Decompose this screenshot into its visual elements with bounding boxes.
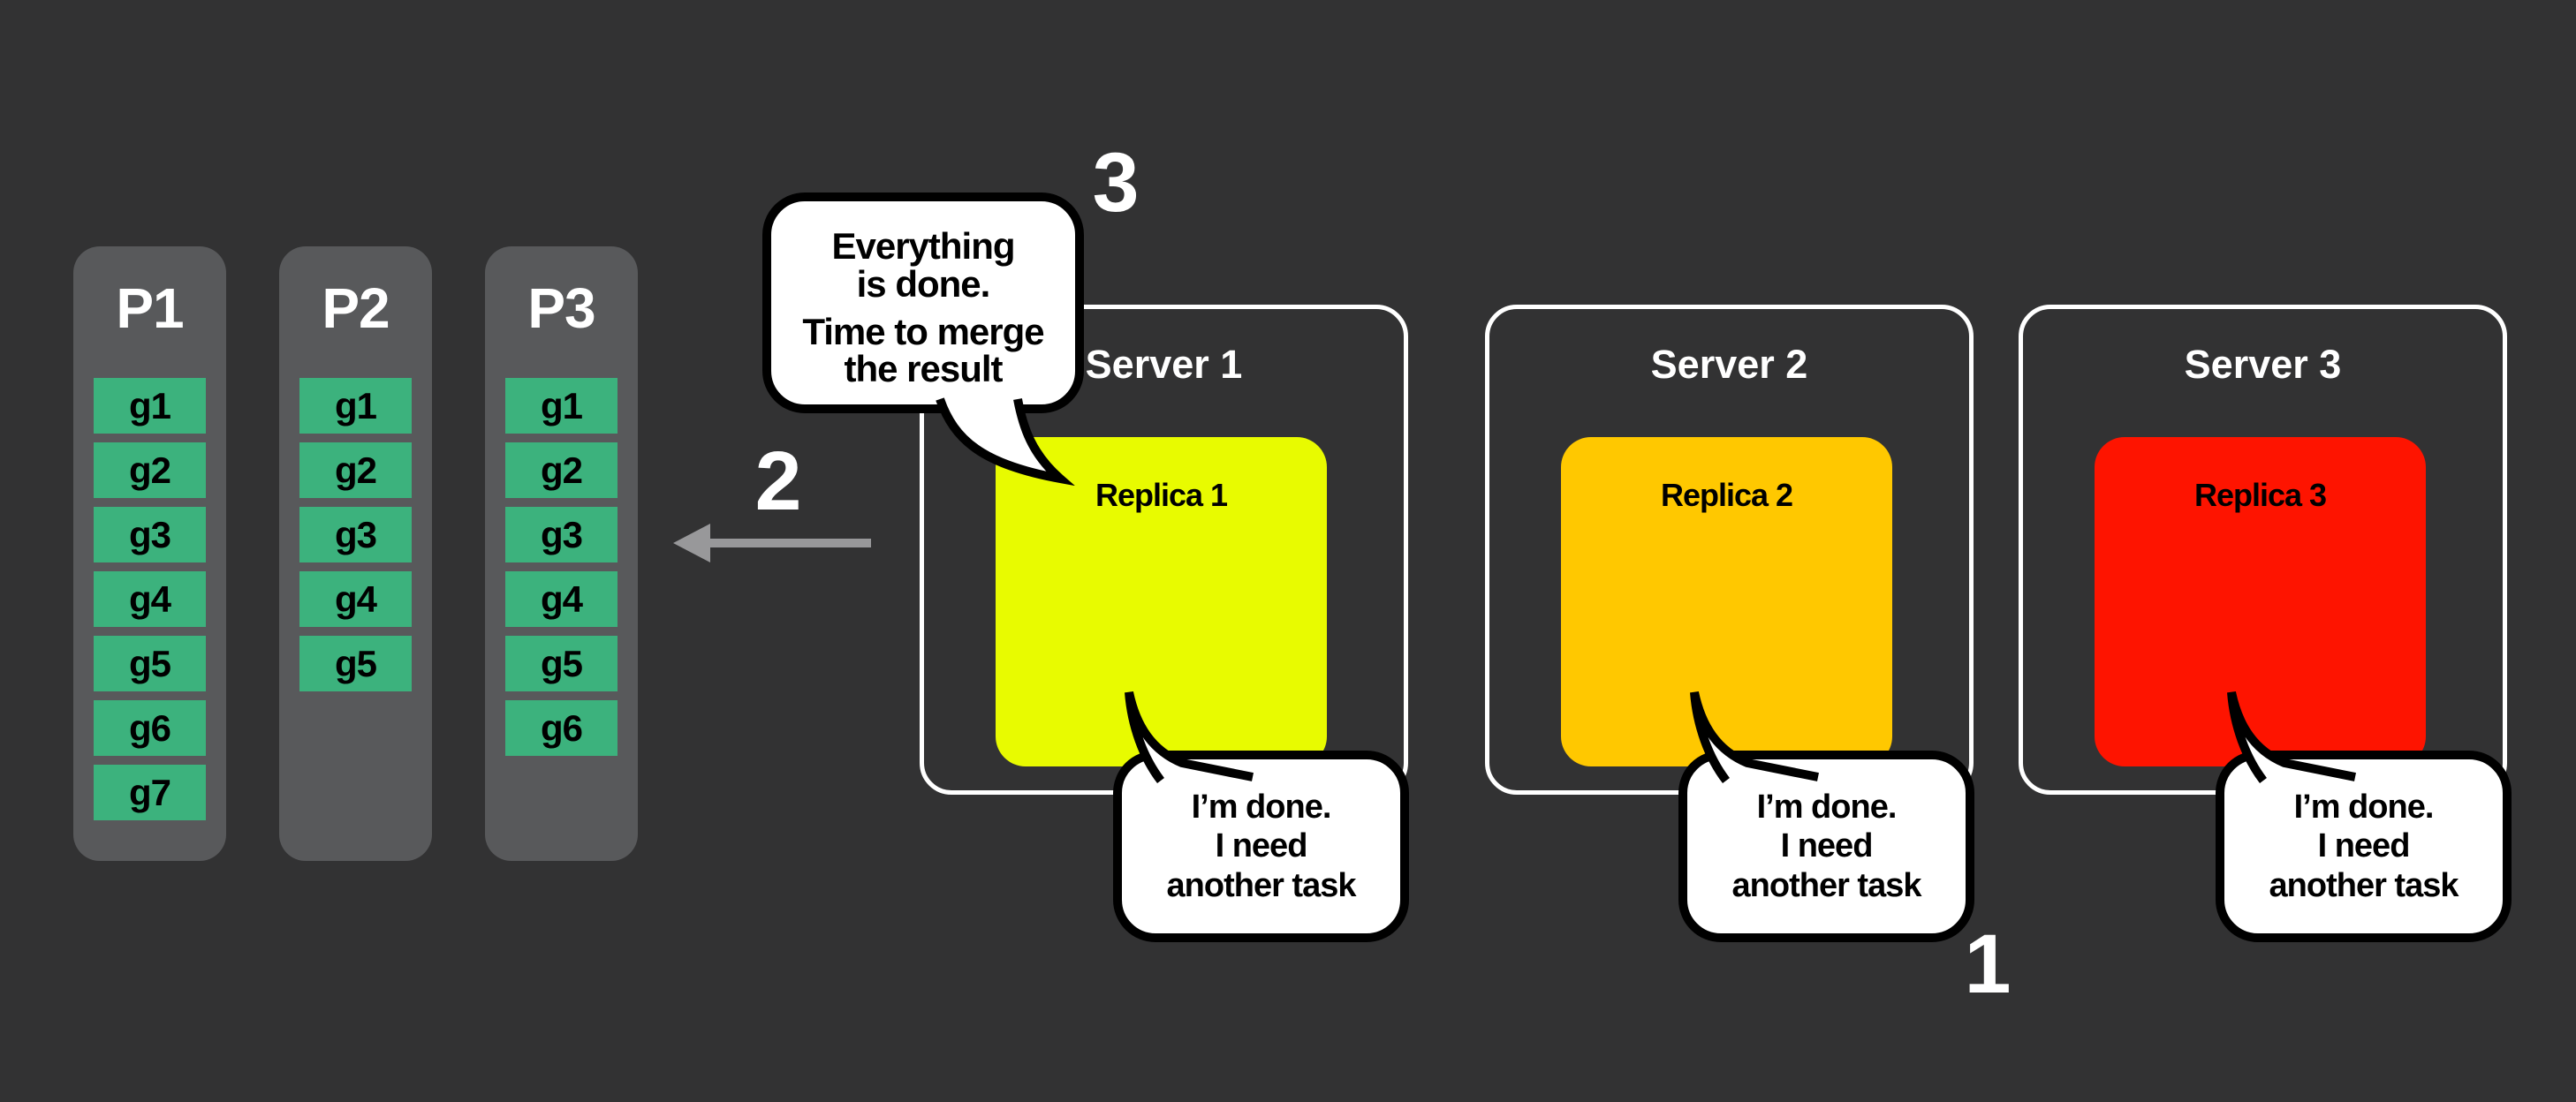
bubble-line: another task bbox=[1731, 866, 1922, 904]
worker-bubble-tail-icon bbox=[1690, 691, 1819, 784]
server-title: Server 3 bbox=[2184, 342, 2342, 387]
task-chip: g1 bbox=[505, 378, 617, 434]
step-label-3: 3 bbox=[1092, 136, 1140, 230]
worker-speech-bubble-1: I’m done. I need another task bbox=[1113, 751, 1409, 942]
worker-bubble-tail-icon bbox=[1125, 691, 1254, 784]
server-title: Server 1 bbox=[1085, 342, 1243, 387]
bubble-line: another task bbox=[2269, 866, 2459, 904]
worker-bubble-tail-icon bbox=[2227, 691, 2356, 784]
merge-bubble-paragraph: Everything is done. bbox=[771, 225, 1075, 305]
server-box-3: Server 3 Replica 3 bbox=[2019, 305, 2507, 795]
task-chip: g5 bbox=[94, 636, 206, 691]
partition-column-p1: P1 g1 g2 g3 g4 g5 g6 g7 bbox=[73, 246, 226, 861]
replica-label: Replica 2 bbox=[1660, 477, 1793, 513]
task-chip: g2 bbox=[505, 442, 617, 498]
replica-box-3: Replica 3 bbox=[2095, 437, 2426, 766]
replica-label: Replica 1 bbox=[1095, 477, 1228, 513]
task-chip: g2 bbox=[94, 442, 206, 498]
replica-box-2: Replica 2 bbox=[1561, 437, 1892, 766]
task-chip: g6 bbox=[505, 700, 617, 756]
task-chip: g7 bbox=[94, 765, 206, 820]
worker-bubble-text: I’m done. I need another task bbox=[2269, 788, 2459, 904]
worker-bubble-text: I’m done. I need another task bbox=[1166, 788, 1357, 904]
merge-arrow-left-icon bbox=[673, 524, 871, 562]
server-box-1: Server 1 Replica 1 bbox=[920, 305, 1408, 795]
merge-bubble-paragraph: Time to merge the result bbox=[771, 313, 1075, 389]
bubble-line: I need bbox=[2317, 827, 2411, 865]
task-chip: g3 bbox=[94, 507, 206, 562]
step-label-2: 2 bbox=[754, 434, 802, 528]
replica-label: Replica 3 bbox=[2193, 477, 2327, 513]
bubble-line: Everything bbox=[831, 225, 1015, 267]
task-list: g1 g2 g3 g4 g5 g6 bbox=[485, 378, 638, 756]
worker-speech-bubble-3: I’m done. I need another task bbox=[2216, 751, 2512, 942]
partition-column-p3: P3 g1 g2 g3 g4 g5 g6 bbox=[485, 246, 638, 861]
step-label-1: 1 bbox=[1964, 917, 2012, 1011]
task-chip: g6 bbox=[94, 700, 206, 756]
task-chip: g3 bbox=[299, 507, 412, 562]
partition-title: P2 bbox=[322, 276, 390, 340]
partition-title: P3 bbox=[527, 276, 595, 340]
bubble-line: Time to merge bbox=[802, 310, 1044, 352]
bubble-line: I’m done. bbox=[1756, 789, 1898, 826]
task-chip: g1 bbox=[299, 378, 412, 434]
task-chip: g5 bbox=[299, 636, 412, 691]
task-chip: g4 bbox=[299, 571, 412, 627]
bubble-line: I need bbox=[1215, 827, 1308, 865]
partition-column-p2: P2 g1 g2 g3 g4 g5 bbox=[279, 246, 432, 861]
task-chip: g1 bbox=[94, 378, 206, 434]
bubble-line: I’m done. bbox=[2293, 789, 2435, 826]
merge-bubble-tail-icon bbox=[936, 397, 1075, 486]
task-list: g1 g2 g3 g4 g5 g6 g7 bbox=[73, 378, 226, 820]
server-title: Server 2 bbox=[1650, 342, 1808, 387]
worker-bubble-text: I’m done. I need another task bbox=[1731, 788, 1922, 904]
task-list: g1 g2 g3 g4 g5 bbox=[279, 378, 432, 691]
replica-box-1: Replica 1 bbox=[996, 437, 1327, 766]
bubble-line: the result bbox=[844, 348, 1003, 390]
task-chip: g4 bbox=[505, 571, 617, 627]
bubble-line: is done. bbox=[856, 262, 991, 305]
bubble-line: I need bbox=[1780, 827, 1874, 865]
bubble-line: another task bbox=[1166, 866, 1357, 904]
task-chip: g2 bbox=[299, 442, 412, 498]
merge-speech-bubble: Everything is done. Time to merge the re… bbox=[762, 192, 1084, 413]
task-chip: g5 bbox=[505, 636, 617, 691]
task-chip: g3 bbox=[505, 507, 617, 562]
partition-title: P1 bbox=[116, 276, 184, 340]
task-chip: g4 bbox=[94, 571, 206, 627]
bubble-line: I’m done. bbox=[1191, 789, 1332, 826]
worker-speech-bubble-2: I’m done. I need another task bbox=[1678, 751, 1974, 942]
